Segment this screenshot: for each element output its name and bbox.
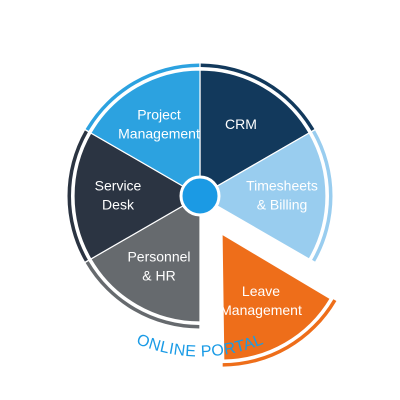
segment-wedge-personnel-hr xyxy=(90,194,201,323)
segment-label-line: Desk xyxy=(102,196,135,212)
segment-label-crm: CRM xyxy=(225,116,257,132)
segment-label-line: Management xyxy=(118,125,200,141)
segment-project-management xyxy=(85,63,201,198)
segment-label-line: Leave xyxy=(242,283,280,299)
segment-label-line: Management xyxy=(220,302,302,318)
segment-arc-project-management xyxy=(85,63,200,131)
segment-label-line: Personnel xyxy=(127,248,190,264)
segments-layer xyxy=(67,63,337,367)
segment-arc-leave-management xyxy=(222,299,337,367)
segment-leave-management xyxy=(221,233,337,367)
segment-label-line: Project xyxy=(137,106,181,122)
segment-arc-personnel-hr xyxy=(85,261,200,329)
center-hub xyxy=(179,175,221,217)
segment-wedge-crm xyxy=(199,69,310,198)
segment-label-line: & HR xyxy=(142,267,175,283)
segment-timesheets-billing xyxy=(198,130,333,262)
segment-label-personnel-hr: Personnel & HR xyxy=(127,248,190,283)
segment-label-line: Service xyxy=(95,177,142,193)
segment-label-line: & Billing xyxy=(257,196,308,212)
segment-wedge-timesheets-billing xyxy=(198,132,327,260)
segment-crm xyxy=(199,63,315,198)
segment-wedge-service-desk xyxy=(73,132,202,260)
segment-label-timesheets-billing: Timesheets & Billing xyxy=(246,177,318,212)
segment-arc-service-desk xyxy=(67,130,88,262)
segment-label-line: CRM xyxy=(225,116,257,132)
segment-wedge-project-management xyxy=(90,69,201,198)
segment-arc-timesheets-billing xyxy=(312,130,333,262)
segment-label-line: Timesheets xyxy=(246,177,318,193)
segment-service-desk xyxy=(67,130,202,262)
segment-wedge-leave-management xyxy=(221,233,332,361)
segment-personnel-hr xyxy=(85,194,201,329)
segment-arc-crm xyxy=(200,63,315,131)
